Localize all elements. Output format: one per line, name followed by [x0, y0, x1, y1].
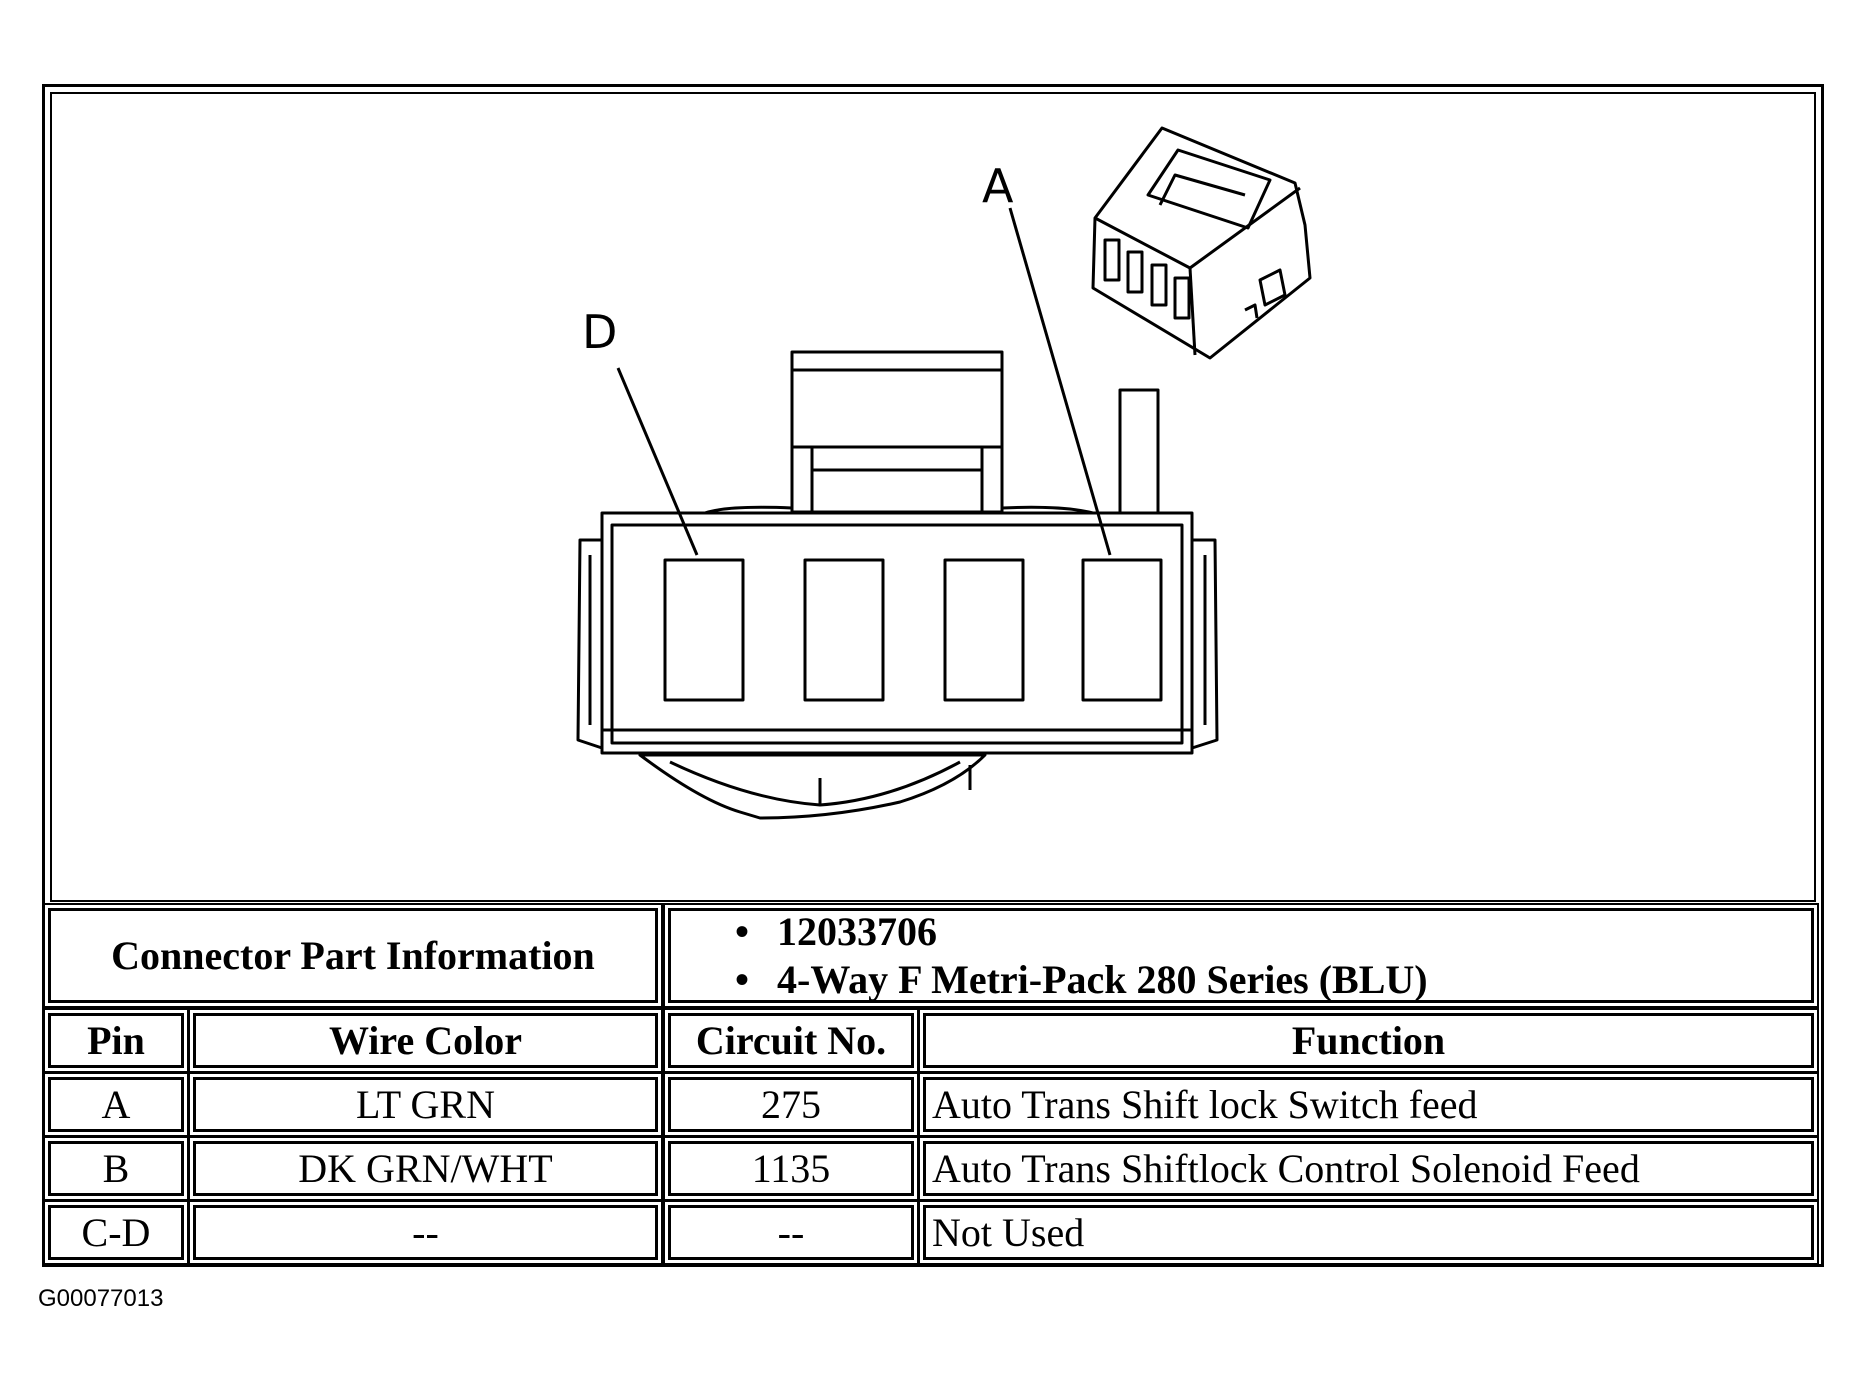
figure-code: G00077013 — [38, 1285, 164, 1312]
pin-cavity — [1081, 558, 1163, 702]
part-description: 4-Way F Metri-Pack 280 Series (BLU) — [735, 956, 1428, 1004]
table-row-b-wire-color: DK GRN/WHT — [188, 1136, 663, 1201]
table-row-b-circuit: 1135 — [663, 1136, 919, 1201]
part-number: 12033706 — [735, 908, 1428, 956]
connector-latch — [790, 350, 1004, 514]
leader-line-d — [616, 367, 699, 556]
pin-cavity — [663, 558, 745, 702]
connector-post — [1118, 388, 1160, 517]
table-row-cd-function: Not Used — [918, 1200, 1819, 1265]
part-info-values-cell: 12033706 4-Way F Metri-Pack 280 Series (… — [663, 903, 1819, 1008]
table-row-a-wire-color: LT GRN — [188, 1072, 663, 1137]
table-row-b-pin: B — [43, 1136, 189, 1201]
diagram-area — [50, 92, 1816, 902]
leader-line-a — [1008, 207, 1112, 556]
connector-right-ear — [1191, 538, 1219, 750]
pin-cavity — [943, 558, 1025, 702]
header-pin: Pin — [43, 1008, 189, 1073]
pin-cavity — [803, 558, 885, 702]
table-row-cd-pin: C-D — [43, 1200, 189, 1265]
table-row-a-pin: A — [43, 1072, 189, 1137]
table-row-a-function: Auto Trans Shift lock Switch feed — [918, 1072, 1819, 1137]
table-row-b-function: Auto Trans Shiftlock Control Solenoid Fe… — [918, 1136, 1819, 1201]
pin-label-d: D — [582, 305, 617, 359]
part-info-label-cell: Connector Part Information — [43, 903, 663, 1008]
part-info-list: 12033706 4-Way F Metri-Pack 280 Series (… — [735, 908, 1428, 1004]
connector-body — [600, 511, 1194, 755]
diagram-frame — [42, 84, 1824, 1267]
pin-label-a: A — [982, 159, 1014, 213]
table-row-a-circuit: 275 — [663, 1072, 919, 1137]
table-row-cd-wire-color: -- — [188, 1200, 663, 1265]
connector-bottom-rim — [638, 753, 987, 820]
table-row-cd-circuit: -- — [663, 1200, 919, 1265]
header-circuit-no: Circuit No. — [663, 1008, 919, 1073]
connector-3d-thumbnail — [1091, 126, 1312, 360]
header-wire-color: Wire Color — [188, 1008, 663, 1073]
header-function: Function — [918, 1008, 1819, 1073]
connector-left-ear — [576, 538, 603, 750]
part-info-label: Connector Part Information — [111, 932, 595, 978]
